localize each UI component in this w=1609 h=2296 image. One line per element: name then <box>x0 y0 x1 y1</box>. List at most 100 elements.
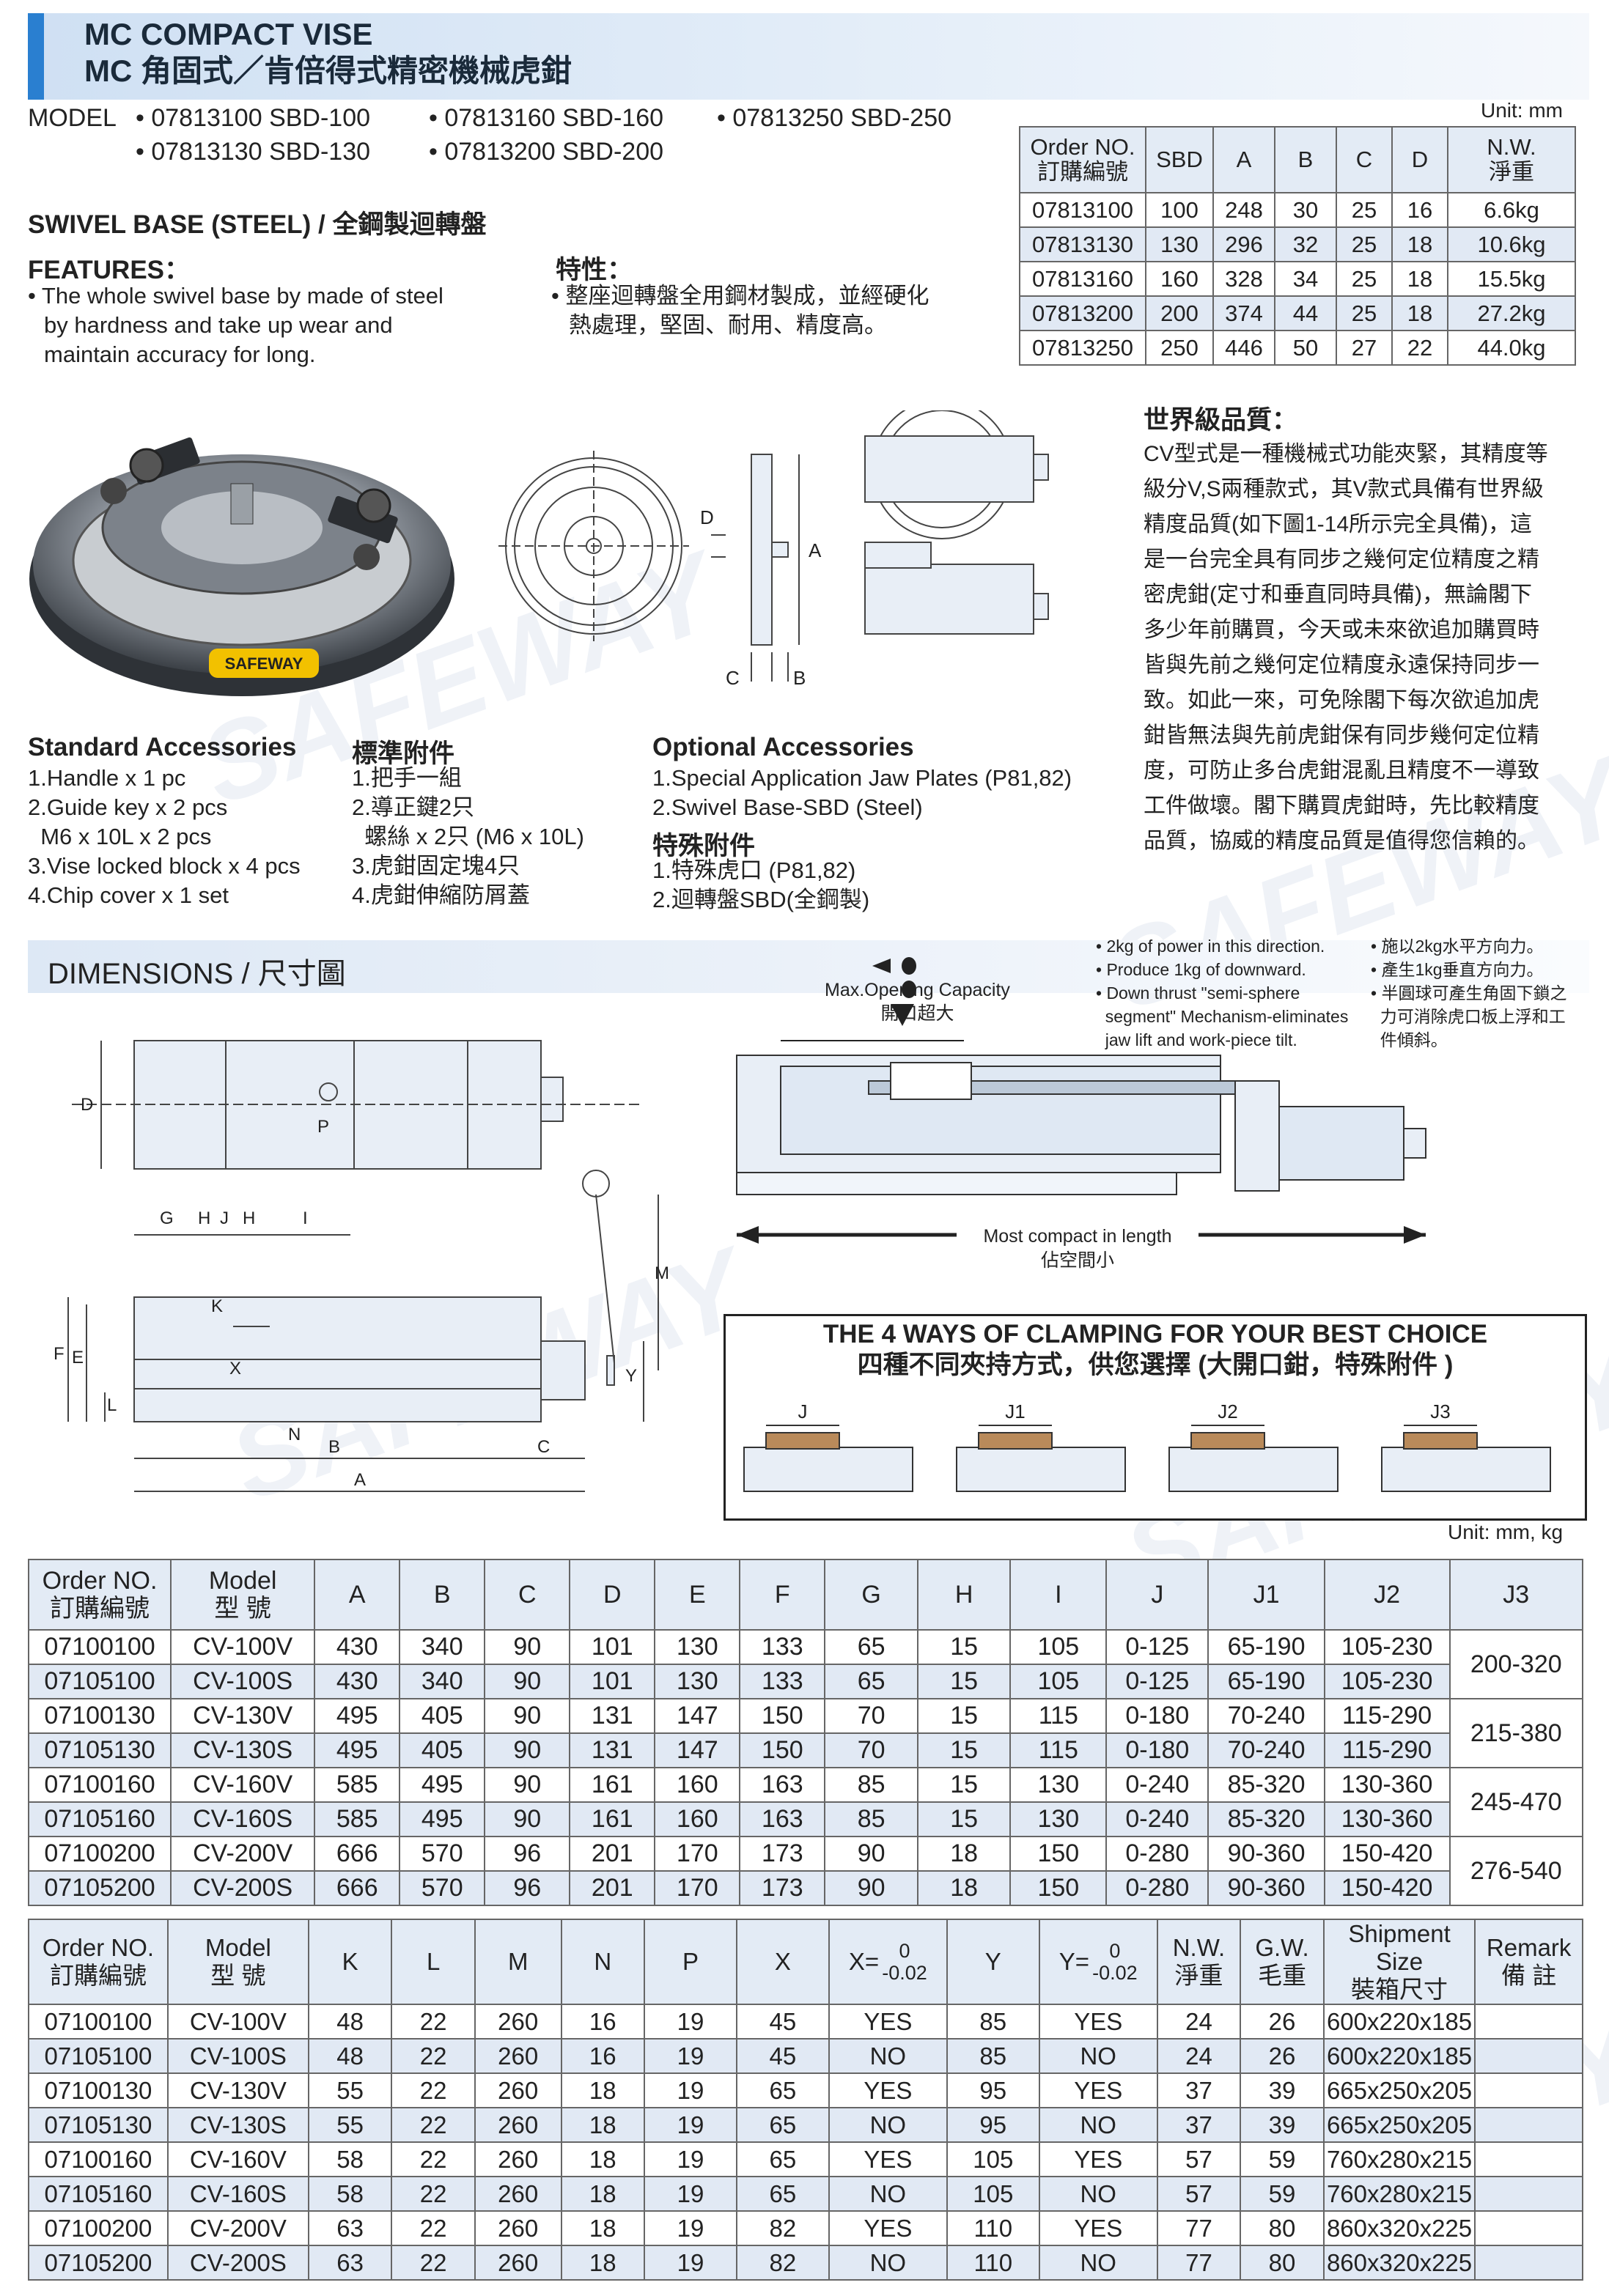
table-cell: 22 <box>391 2141 476 2177</box>
table-cell: 07100130 <box>28 2072 169 2108</box>
table-cell: 70 <box>824 1732 918 1768</box>
dim-label: Y <box>625 1366 637 1386</box>
quality-line: 級分V,S兩種款式，其V款式具備有世界級 <box>1144 477 1544 501</box>
arrow-down-icon <box>891 1004 914 1026</box>
table-cell: 63 <box>307 2245 393 2281</box>
table-cell: 19 <box>644 2210 737 2246</box>
table-cell: 24 <box>1156 2038 1242 2074</box>
model-item: • 07813130 SBD-130 <box>136 138 371 166</box>
table-cell: 90-360 <box>1207 1870 1325 1906</box>
col-header: X <box>735 1919 830 2005</box>
table-cell: 45 <box>735 2038 830 2074</box>
table-cell: 150 <box>1009 1836 1108 1872</box>
table-cell: 340 <box>399 1629 486 1665</box>
table-cell: 430 <box>314 1664 401 1699</box>
col-header: C <box>484 1559 571 1631</box>
table-cell: CV-200V <box>166 2210 309 2246</box>
dim-label: K <box>211 1296 223 1316</box>
table-cell: 26 <box>1240 2038 1325 2074</box>
opt-acc-list-zh: 1.特殊虎口 (P81,82)2.迴轉盤SBD(全鋼製) <box>652 856 869 915</box>
table-cell <box>1474 2176 1583 2212</box>
arrow-right-icon <box>1404 1226 1426 1244</box>
header-banner <box>28 13 1589 100</box>
table-cell: 105-230 <box>1323 1664 1451 1699</box>
table-cell: 18 <box>560 2176 646 2212</box>
dim-label: I <box>303 1208 308 1228</box>
table-cell: 07813100 <box>1019 192 1146 228</box>
list-item: 2.Guide key x 2 pcs <box>28 794 228 820</box>
table-cell: 115 <box>1009 1732 1108 1768</box>
table-cell: 90 <box>484 1801 571 1837</box>
table-cell: CV-100S <box>166 2038 309 2074</box>
table-cell: 19 <box>644 2141 737 2177</box>
opt-acc-title: Optional Accessories <box>652 733 914 761</box>
table-cell: 250 <box>1145 330 1214 366</box>
dim-label: P <box>317 1117 329 1137</box>
dimension-drawing: D P G H J H I M K F E L X N Y B C A <box>54 1040 669 1492</box>
col-header: A <box>314 1559 401 1631</box>
col-header: A <box>1212 126 1275 193</box>
table-cell: NO <box>1038 2176 1158 2212</box>
table-cell: 22 <box>391 2176 476 2212</box>
table-cell: 39 <box>1240 2072 1325 2108</box>
table-cell: 405 <box>399 1732 486 1768</box>
table-cell: 0-180 <box>1105 1698 1209 1734</box>
table-cell: 34 <box>1274 261 1337 297</box>
col-header: K <box>307 1919 393 2005</box>
table-cell: 55 <box>307 2107 393 2143</box>
list-item: 2.Swivel Base-SBD (Steel) <box>652 794 923 820</box>
table-cell: 245-470 <box>1448 1767 1584 1837</box>
table-cell: 495 <box>399 1801 486 1837</box>
model-item: • 07813100 SBD-100 <box>136 104 371 132</box>
table-cell: 18 <box>560 2210 646 2246</box>
swivel-base-drawing: D A C B <box>498 410 1049 689</box>
table-cell: 07813130 <box>1019 226 1146 262</box>
table-cell: 07100200 <box>28 2210 169 2246</box>
table-cell: 570 <box>399 1836 486 1872</box>
table-cell: 24 <box>1156 2004 1242 2040</box>
col-header: Order NO.訂購編號 <box>1019 126 1146 193</box>
table-cell: 170 <box>654 1836 741 1872</box>
col-header: L <box>391 1919 476 2005</box>
table-cell: 105 <box>946 2141 1040 2177</box>
force-notes-zh: • 施以2kg水平方向力。• 產生1kg垂直方向力。• 半圓球可產生角固下鎖之 … <box>1371 934 1566 1052</box>
table-cell: 18 <box>1391 261 1448 297</box>
table-cell: 95 <box>946 2107 1040 2143</box>
table-cell: 430 <box>314 1629 401 1665</box>
table-cell: 16 <box>560 2004 646 2040</box>
table-cell: 100 <box>1145 192 1214 228</box>
list-item: segment" Mechanism-eliminates <box>1096 1007 1349 1026</box>
dimensions-title: DIMENSIONS / 尺寸圖 <box>48 958 346 990</box>
table-cell: 25 <box>1336 261 1393 297</box>
table-cell: 58 <box>307 2141 393 2177</box>
table-cell: 22 <box>391 2210 476 2246</box>
table-cell: 105 <box>946 2176 1040 2212</box>
table-cell: 96 <box>484 1836 571 1872</box>
table-cell: CV-100V <box>170 1629 316 1665</box>
table-cell <box>1474 2141 1583 2177</box>
table-cell: 0-240 <box>1105 1767 1209 1803</box>
table-cell: 260 <box>474 2072 562 2108</box>
list-item: • 產生1kg垂直方向力。 <box>1371 960 1544 979</box>
col-header: C <box>1336 126 1393 193</box>
table-cell: 860x320x225 <box>1322 2245 1476 2281</box>
table-cell: 170 <box>654 1870 741 1906</box>
list-item: 3.Vise locked block x 4 pcs <box>28 853 301 879</box>
table-cell: 495 <box>314 1732 401 1768</box>
clamping-title: THE 4 WAYS OF CLAMPING FOR YOUR BEST CHO… <box>822 1320 1488 1379</box>
table-cell: 260 <box>474 2245 562 2281</box>
table-cell: 85 <box>946 2038 1040 2074</box>
arrow-left-icon <box>872 959 891 973</box>
table-cell: 10.6kg <box>1447 226 1576 262</box>
table-cell: 07813250 <box>1019 330 1146 366</box>
table-cell: 07100100 <box>28 2004 169 2040</box>
clamp-label: J <box>798 1400 808 1422</box>
list-item: 4.虎鉗伸縮防屑蓋 <box>352 882 530 908</box>
table-cell: 15 <box>916 1767 1012 1803</box>
